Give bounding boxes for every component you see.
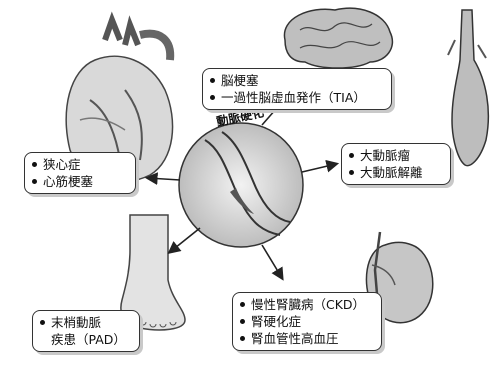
list-item: 大動脈解離 (349, 164, 443, 181)
bullet-icon (240, 336, 245, 341)
list-item: 狭心症 (32, 156, 128, 173)
bullet-icon (210, 95, 215, 100)
bullet-icon (240, 319, 245, 324)
list-item: 心筋梗塞 (32, 173, 128, 190)
list-item: 慢性腎臓病（CKD） (240, 296, 374, 313)
list-item: 腎硬化症 (240, 313, 374, 330)
arrow-to-legs (170, 228, 200, 252)
list-item: 一過性脳虚血発作（TIA） (210, 89, 384, 106)
bullet-icon (210, 78, 215, 83)
bullet-icon (240, 302, 245, 307)
bullet-icon (40, 320, 45, 325)
aorta-disease-box: 大動脈瘤 大動脈解離 (341, 143, 451, 185)
list-item-continuation: 疾患（PAD） (40, 331, 132, 348)
list-item: 脳梗塞 (210, 72, 384, 89)
artery-cross-section (179, 123, 303, 247)
arrow-to-kidney (262, 245, 282, 278)
leg-disease-box: 末梢動脈 疾患（PAD） (32, 310, 140, 352)
bullet-icon (349, 153, 354, 158)
list-item: 大動脈瘤 (349, 147, 443, 164)
bullet-icon (349, 170, 354, 175)
list-item: 末梢動脈 (40, 314, 132, 331)
arrow-to-heart (148, 178, 180, 180)
bullet-icon (32, 179, 37, 184)
aorta-illustration (448, 10, 488, 166)
arrow-to-aorta (302, 164, 336, 172)
heart-disease-box: 狭心症 心筋梗塞 (24, 152, 136, 194)
bullet-icon (32, 162, 37, 167)
list-item: 腎血管性高血圧 (240, 330, 374, 347)
brain-illustration (284, 8, 392, 68)
kidney-disease-box: 慢性腎臓病（CKD） 腎硬化症 腎血管性高血圧 (232, 292, 382, 351)
brain-disease-box: 脳梗塞 一過性脳虚血発作（TIA） (202, 68, 392, 110)
